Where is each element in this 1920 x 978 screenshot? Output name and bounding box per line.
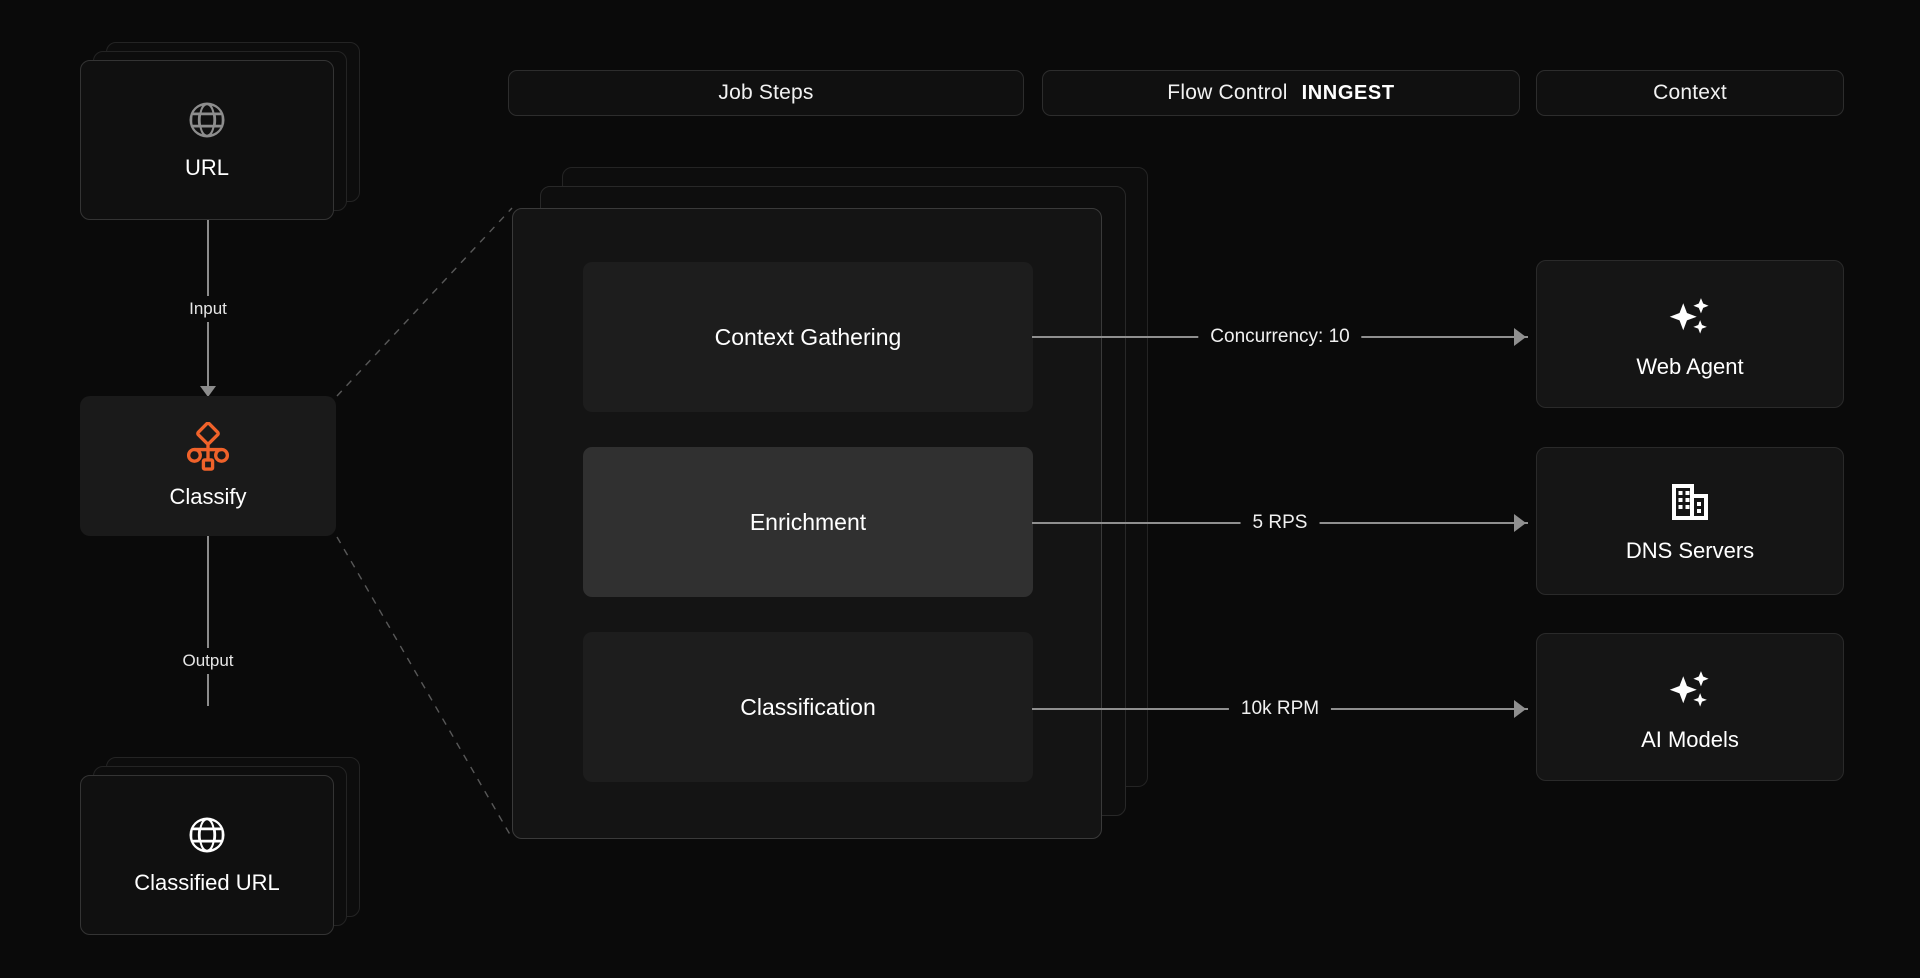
context-card-label: Web Agent [1636, 354, 1744, 379]
job-step-label: Classification [740, 693, 876, 720]
context-card-dns-servers[interactable]: DNS Servers [1536, 447, 1844, 595]
context-card-label: AI Models [1641, 727, 1739, 752]
card-stack-front: Classified URL [80, 775, 334, 935]
edge-input-label: Input [181, 296, 235, 322]
globe-icon [186, 99, 228, 141]
flow-edge-1-arrow [1514, 514, 1526, 532]
job-step-enrichment[interactable]: Enrichment [583, 447, 1033, 597]
context-card-label: DNS Servers [1625, 538, 1755, 563]
node-classify[interactable]: Classify [80, 396, 336, 536]
job-step-classification[interactable]: Classification [583, 632, 1033, 782]
edge-output-line [207, 536, 209, 706]
output-classified-url-label: Classified URL [134, 870, 280, 895]
sparkles-icon [1663, 661, 1717, 715]
globe-icon [186, 814, 228, 856]
flow-edge-0-arrow [1514, 328, 1526, 346]
input-url-label: URL [184, 155, 229, 180]
tab-flow-control-label: Flow Control [1167, 81, 1288, 104]
flow-edge-1-label: 5 RPS [1240, 510, 1320, 536]
sparkles-icon [1663, 288, 1717, 342]
workflow-branch-icon [183, 422, 233, 472]
flow-edge-2-arrow [1514, 700, 1526, 718]
tab-flow-control[interactable]: Flow Control INNGEST [1042, 70, 1520, 116]
inngest-logo-text: INNGEST [1301, 81, 1395, 104]
card-stack-front: URL [80, 60, 334, 220]
job-step-label: Context Gathering [714, 323, 902, 350]
tab-job-steps[interactable]: Job Steps [508, 70, 1024, 116]
building-icon [1666, 478, 1714, 526]
context-card-web-agent[interactable]: Web Agent [1536, 260, 1844, 408]
tab-context[interactable]: Context [1536, 70, 1844, 116]
edge-input-arrow [200, 386, 216, 397]
context-card-ai-models[interactable]: AI Models [1536, 633, 1844, 781]
tab-context-label: Context [1653, 81, 1727, 104]
flow-edge-2-label: 10k RPM [1228, 696, 1332, 722]
job-panel: Context Gathering Enrichment Classificat… [512, 208, 1102, 839]
input-url-card[interactable]: URL [80, 42, 360, 220]
job-step-context-gathering[interactable]: Context Gathering [583, 262, 1033, 412]
job-step-label: Enrichment [749, 508, 867, 535]
tab-job-steps-label: Job Steps [718, 81, 814, 104]
node-classify-label: Classify [169, 484, 247, 509]
flow-edge-0-label: Concurrency: 10 [1198, 324, 1362, 350]
edge-output-label: Output [174, 648, 242, 674]
output-classified-url-card[interactable]: Classified URL [80, 757, 360, 935]
